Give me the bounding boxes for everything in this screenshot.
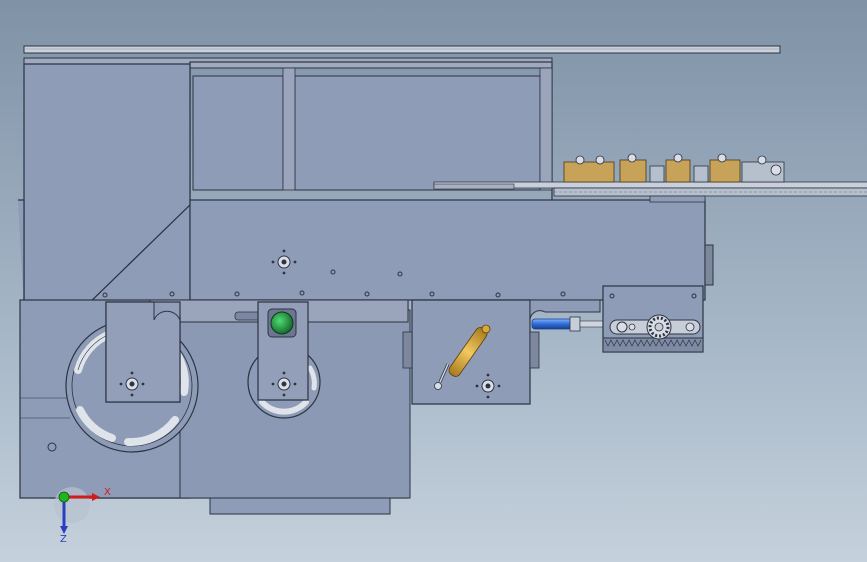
blue-cylinder [531,316,605,332]
gear-icon [646,314,672,340]
coordinate-triad-icon [54,487,100,534]
brass-cylinder [434,324,491,390]
conveyor-track [433,181,867,197]
upper-frame [23,57,553,203]
emergency-button-icon[interactable] [267,308,297,338]
conveyor-hanger [649,195,706,203]
axis-x-label: X [104,487,111,498]
top-rail [23,45,781,54]
cylinder-bracket [402,299,601,405]
fixture-row [563,153,785,183]
axis-z-label: Z [60,534,67,545]
main-side-plate [18,63,714,515]
upper-bolt [271,249,297,275]
left-arm-plate [105,301,181,403]
